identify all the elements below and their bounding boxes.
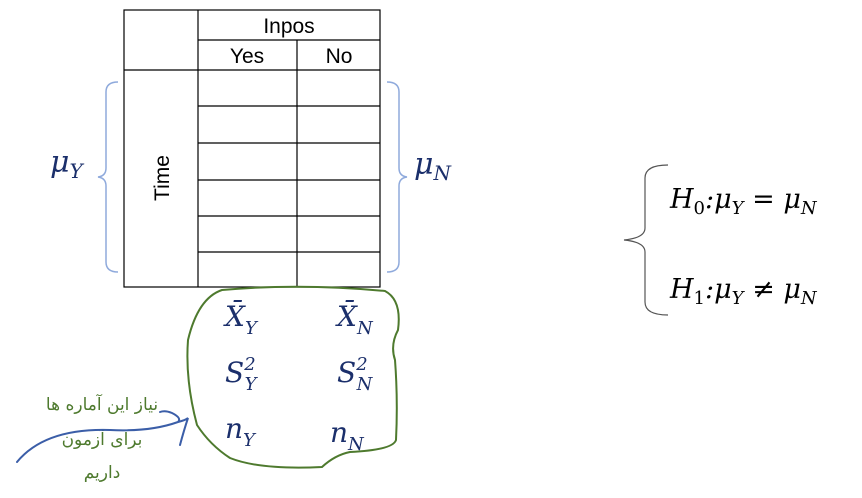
mu-no-label: μN [414, 147, 453, 185]
group-header-inpos: Inpos [263, 15, 314, 38]
sample-size-no: nN [330, 416, 365, 455]
statistics-loop [186, 285, 400, 469]
handwritten-arrow [16, 410, 189, 463]
right-bracket [386, 81, 408, 273]
row-header-time: Time [151, 155, 174, 201]
column-header-no: No [326, 45, 353, 68]
sample-size-yes: nY [225, 412, 257, 451]
hypothesis-brace [623, 164, 669, 316]
note-line-2: برای آزمون [62, 428, 143, 450]
column-header-yes: Yes [230, 45, 264, 68]
left-bracket [97, 81, 119, 273]
mean-no: X̄N [335, 299, 374, 339]
alternative-hypothesis: H1:μY ≠ μN [669, 274, 818, 309]
mu-yes-label: μY [50, 145, 85, 183]
note-line-1: نیاز این آماره ها [46, 393, 158, 415]
note-line-3: داریم [84, 463, 121, 483]
persian-note: نیاز این آماره ها برای آزمون داریم [46, 393, 158, 483]
null-hypothesis: H0:μY = μN [669, 184, 818, 219]
mean-yes: X̄Y [223, 299, 259, 339]
